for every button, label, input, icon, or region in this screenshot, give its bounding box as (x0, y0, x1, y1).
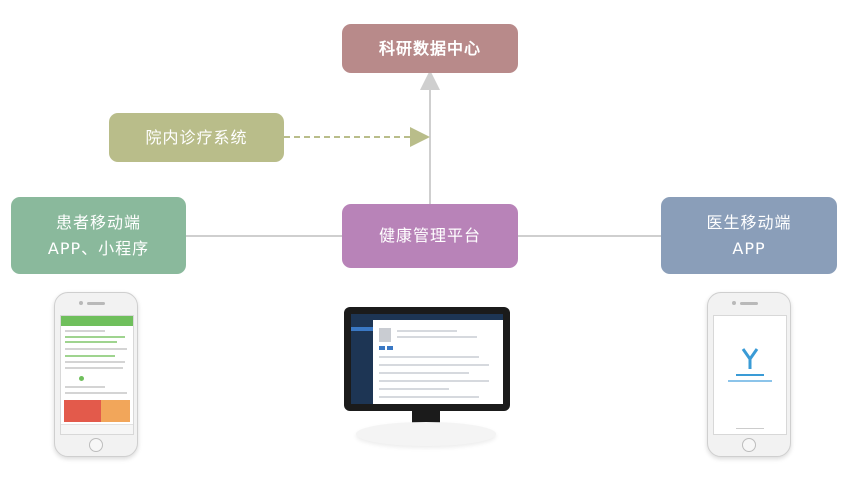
web-row (379, 388, 449, 390)
web-row (379, 396, 479, 398)
phone-speaker (87, 302, 105, 305)
doctor-app-splash-screen (713, 315, 787, 435)
app-name-mark (736, 374, 764, 376)
web-top-bar (351, 314, 503, 320)
phone-camera (732, 301, 736, 305)
web-row (379, 356, 479, 358)
web-button (387, 346, 393, 350)
screen-line (65, 341, 117, 343)
phone-speaker (740, 302, 758, 305)
node-doctor-line1: 医生移动端 (706, 212, 792, 232)
node-health-label: 健康管理平台 (378, 226, 481, 245)
node-hospital-label: 院内诊疗系统 (145, 127, 248, 147)
node-hospital-system: 院内诊疗系统 (109, 113, 284, 162)
platform-web-screen (351, 314, 503, 404)
screen-line (65, 386, 105, 388)
web-sidebar-active-item (351, 327, 373, 331)
screen-line (65, 392, 127, 394)
app-tab-bar (61, 424, 133, 434)
promo-banner-secondary (101, 400, 130, 422)
screen-line (65, 361, 125, 363)
web-button (379, 346, 385, 350)
app-slogan-mark (728, 380, 772, 382)
node-patient-line2: APP、小程序 (47, 238, 150, 258)
node-health-platform: 健康管理平台 (342, 204, 518, 268)
doctor-phone-illustration (707, 292, 791, 457)
screen-line (65, 355, 115, 357)
patient-phone-illustration (54, 292, 138, 457)
splash-footer-mark (736, 428, 764, 429)
app-logo-icon (741, 348, 759, 369)
web-row (379, 364, 489, 366)
app-header-bar (61, 316, 133, 326)
phone-home-button (89, 438, 103, 452)
screen-line (65, 367, 123, 369)
patient-avatar (379, 328, 391, 342)
web-row (379, 372, 469, 374)
screen-dot (79, 376, 84, 381)
screen-line (65, 336, 125, 338)
web-sidebar (351, 320, 373, 404)
monitor-stand (412, 411, 440, 424)
patient-app-screen (60, 315, 134, 435)
desktop-monitor-illustration (344, 307, 510, 411)
web-row (397, 336, 477, 338)
web-row (397, 330, 457, 332)
screen-line (65, 330, 105, 332)
screen-line (65, 348, 127, 350)
node-research-data-center: 科研数据中心 (342, 24, 518, 73)
phone-camera (79, 301, 83, 305)
node-doctor-mobile: 医生移动端 APP (661, 197, 837, 274)
node-patient-mobile: 患者移动端 APP、小程序 (11, 197, 186, 274)
node-patient-line1: 患者移动端 (55, 212, 141, 232)
node-research-label: 科研数据中心 (378, 38, 481, 58)
node-doctor-line2: APP (732, 238, 766, 258)
web-row (379, 380, 489, 382)
phone-home-button (742, 438, 756, 452)
monitor-base (356, 422, 496, 446)
